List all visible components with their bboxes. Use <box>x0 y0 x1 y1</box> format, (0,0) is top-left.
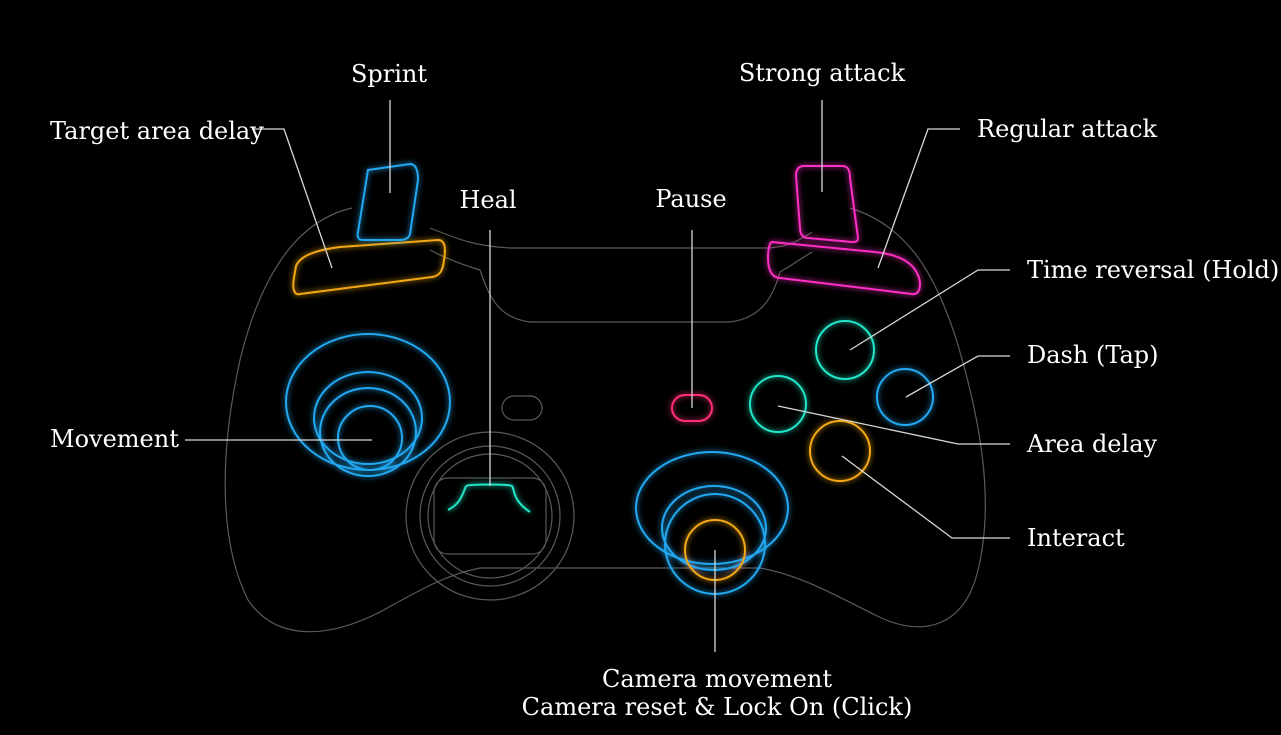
right-stick[interactable] <box>635 451 789 595</box>
face-button-left[interactable] <box>749 375 807 433</box>
label-movement: Movement <box>50 425 179 453</box>
label-regular-attack: Regular attack <box>977 115 1158 143</box>
left-stick[interactable] <box>285 333 451 477</box>
label-time-reversal: Time reversal (Hold) <box>1027 256 1279 284</box>
label-strong-attack: Strong attack <box>739 59 906 87</box>
label-interact: Interact <box>1027 524 1125 552</box>
label-pause: Pause <box>655 185 726 213</box>
left-bumper[interactable] <box>292 238 446 296</box>
face-button-right[interactable] <box>876 368 934 426</box>
controller-body-outline <box>224 207 986 633</box>
right-trigger[interactable] <box>794 165 860 244</box>
label-camera-reset: Camera reset & Lock On (Click) <box>522 693 913 721</box>
label-dash: Dash (Tap) <box>1027 341 1159 369</box>
label-area-delay: Area delay <box>1026 430 1157 458</box>
face-button-top[interactable] <box>815 320 875 380</box>
label-camera-movement: Camera movement <box>602 665 832 693</box>
label-target-area-delay: Target area delay <box>50 117 264 145</box>
left-trigger[interactable] <box>356 162 420 241</box>
face-button-bottom[interactable] <box>809 420 871 482</box>
right-bumper[interactable] <box>766 240 921 296</box>
dpad-up-highlight[interactable] <box>447 483 531 513</box>
leader-lines <box>185 100 1010 652</box>
label-heal: Heal <box>459 186 516 214</box>
label-sprint: Sprint <box>351 60 427 88</box>
